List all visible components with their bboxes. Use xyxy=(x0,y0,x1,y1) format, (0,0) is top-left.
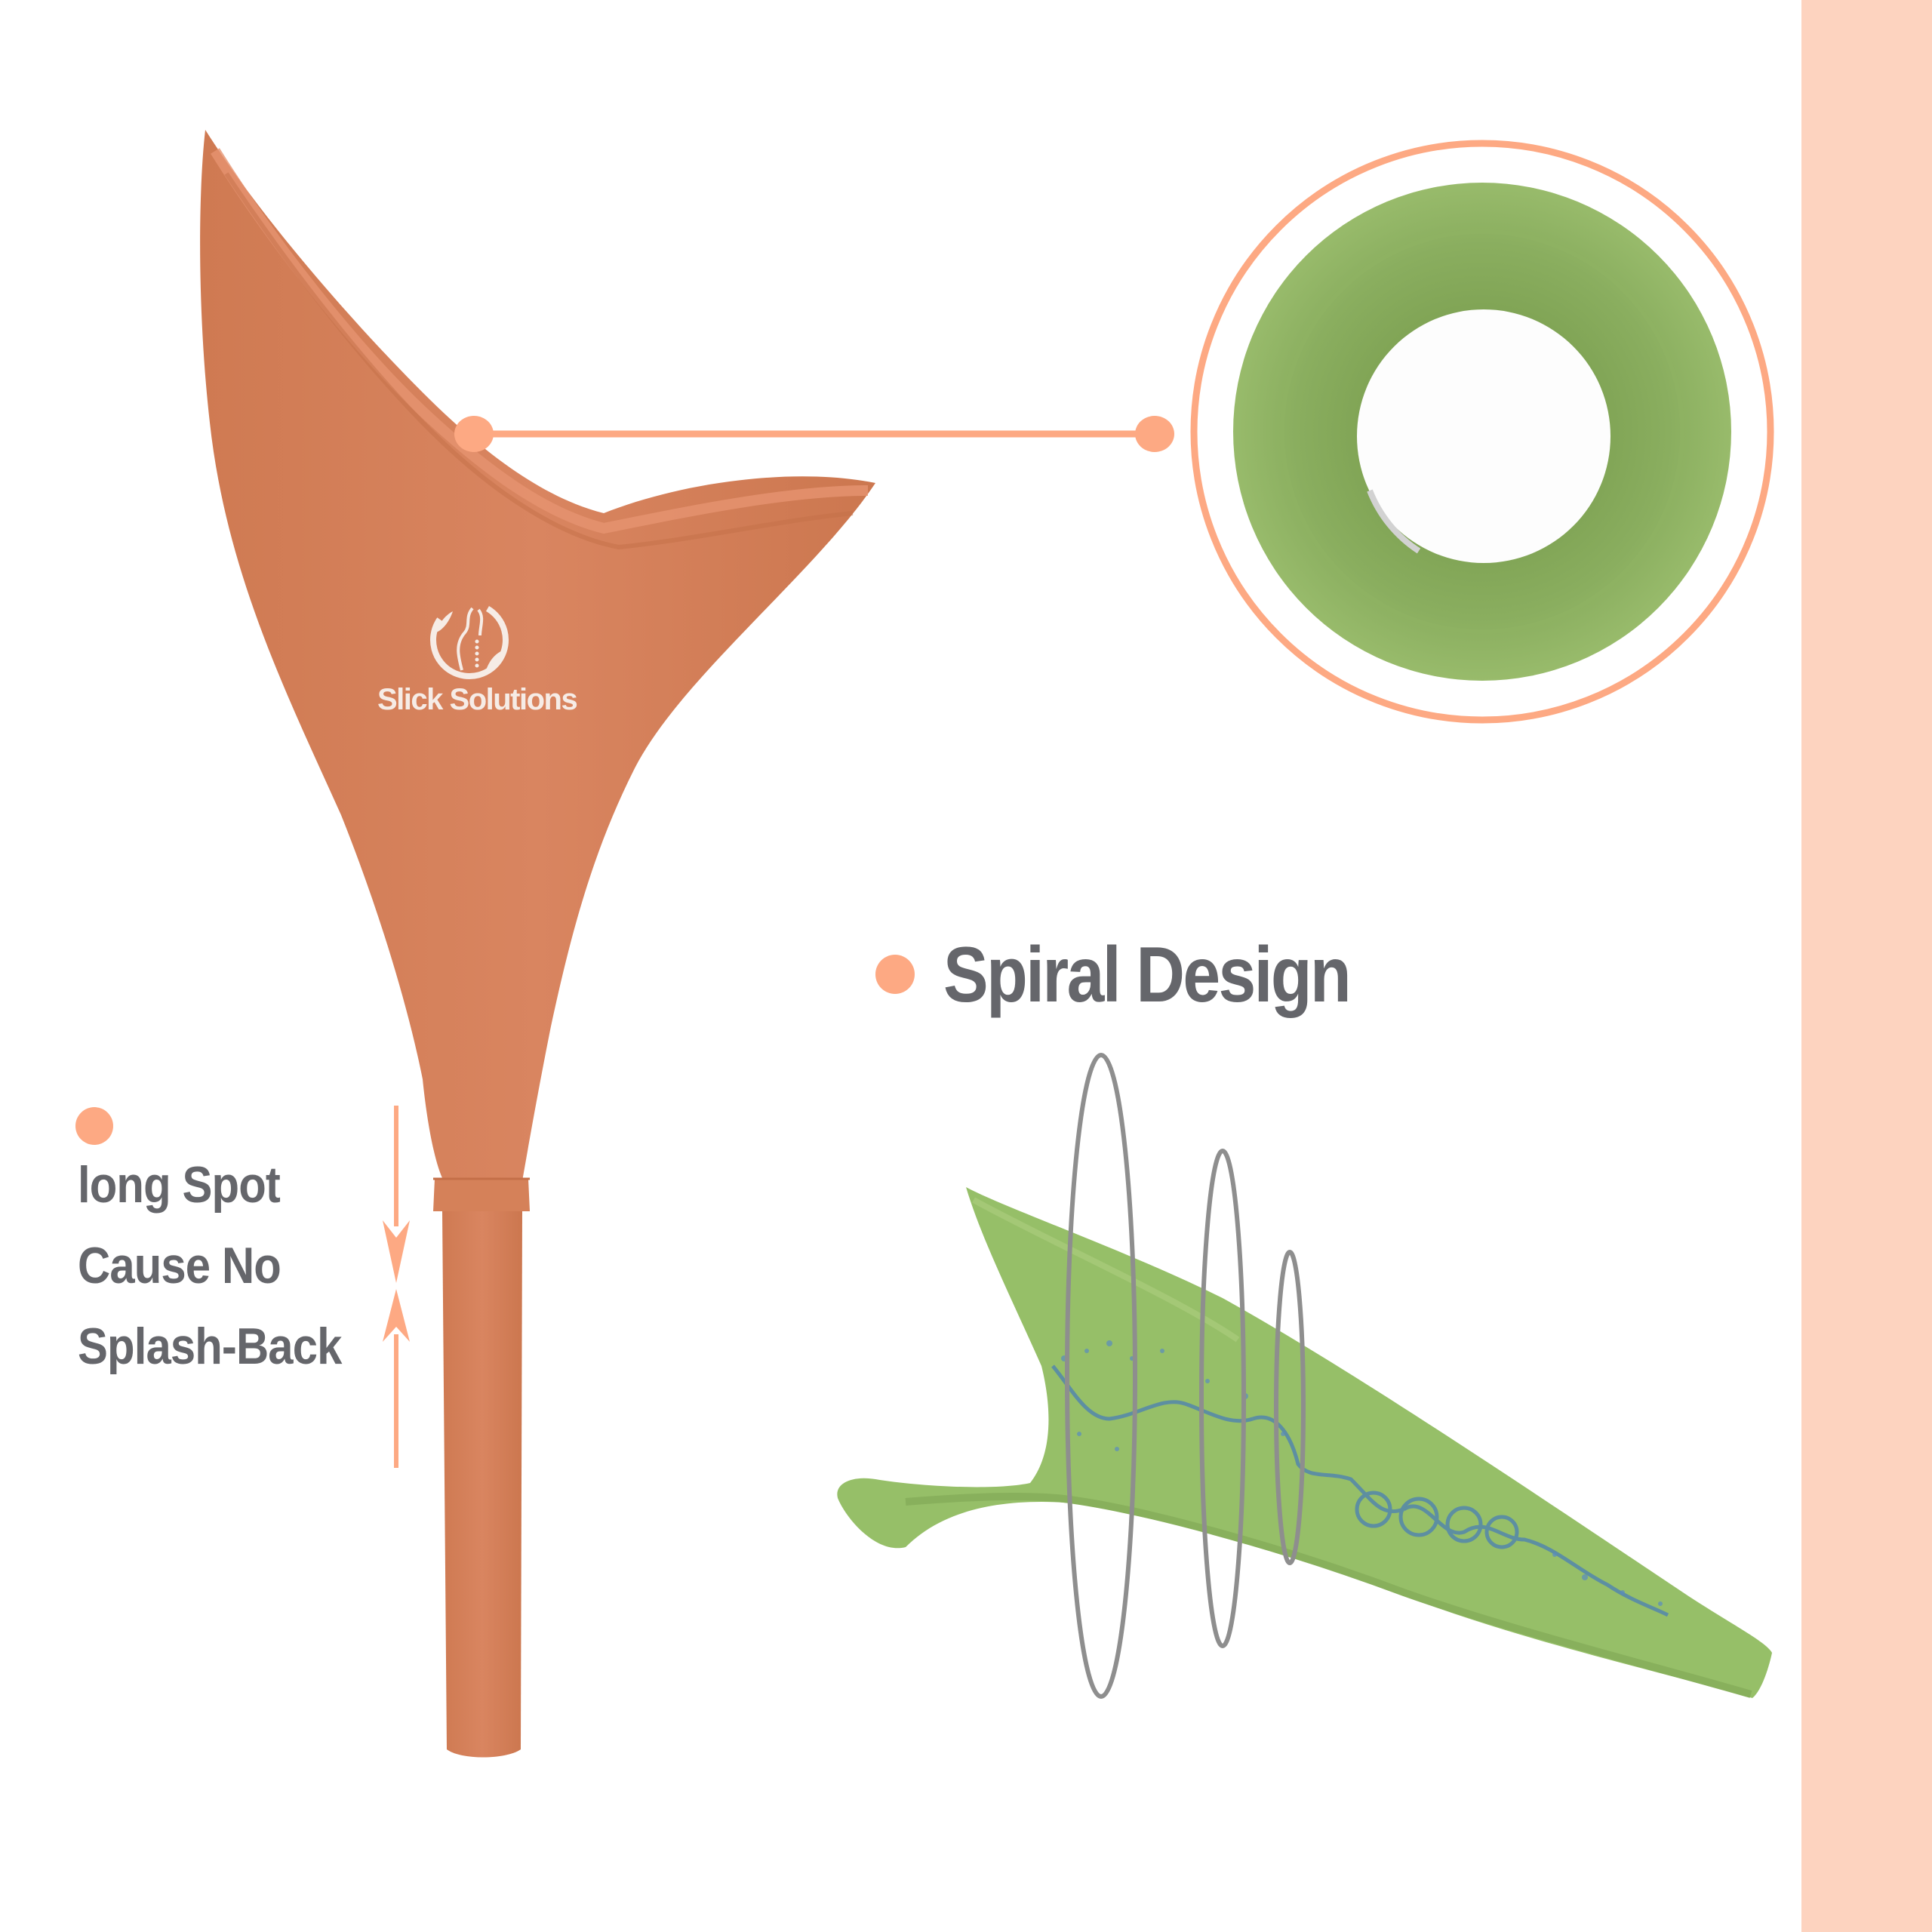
converging-arrows-icon xyxy=(383,1106,410,1468)
callout-connector xyxy=(454,416,1174,452)
spout-bullet-icon xyxy=(75,1107,113,1145)
feature-line-3: Splash-Back xyxy=(78,1318,342,1375)
spiral-rings-icon xyxy=(1065,1053,1306,1699)
orange-funnel-product xyxy=(200,130,875,1758)
water-droplets xyxy=(1061,1340,1663,1606)
brand-name: Slick Solutions xyxy=(377,683,578,716)
top-view-inset xyxy=(1190,140,1774,724)
spout-feature-text: long Spot Cause No Splash-Back xyxy=(78,1147,342,1389)
spiral-design-heading: Spiral Design xyxy=(943,931,1352,1019)
feature-line-2: Cause No xyxy=(78,1237,281,1294)
right-decorative-band xyxy=(1801,0,1932,1932)
feature-line-1: long Spot xyxy=(78,1156,281,1214)
spiral-bullet-icon xyxy=(875,955,915,994)
brand-logo-icon xyxy=(430,601,509,679)
